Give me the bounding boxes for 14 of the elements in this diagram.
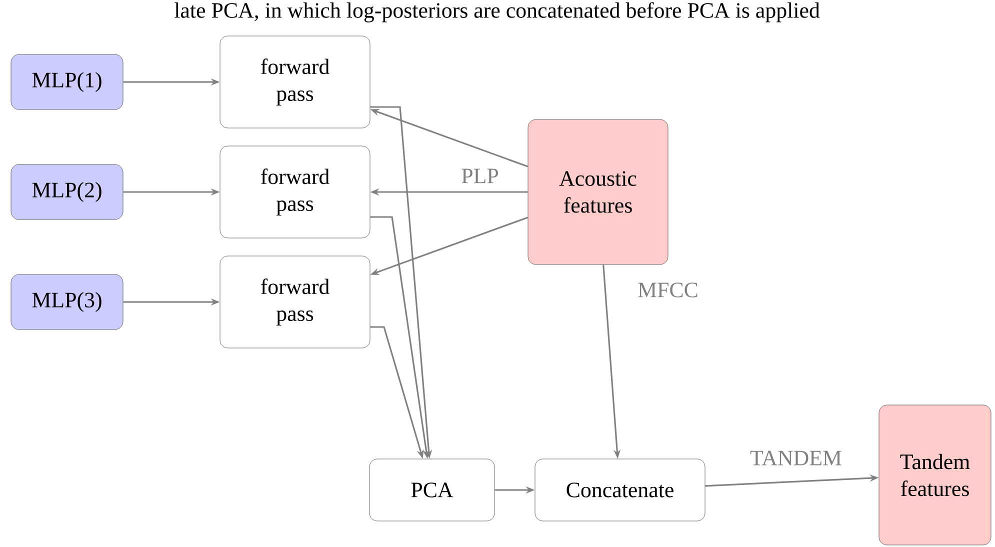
process-box: PCA <box>369 458 495 522</box>
edge-label: MFCC <box>636 282 700 298</box>
process-box: Concatenate <box>534 458 706 522</box>
feature-box: Acoustic features <box>528 119 668 265</box>
model-box: MLP(2) <box>10 164 124 220</box>
caption: late PCA, in which log-posteriors are concatenated before PCA is applied <box>174 2 820 22</box>
model-box: MLP(3) <box>10 274 124 330</box>
feature-box: Tandem features <box>878 404 992 546</box>
process-box: forward pass <box>220 256 370 348</box>
edge-label: TANDEM <box>749 450 843 466</box>
model-box: MLP(1) <box>10 54 124 110</box>
process-box: forward pass <box>220 146 370 238</box>
edge-label: PLP <box>460 168 500 184</box>
process-box: forward pass <box>220 36 370 128</box>
